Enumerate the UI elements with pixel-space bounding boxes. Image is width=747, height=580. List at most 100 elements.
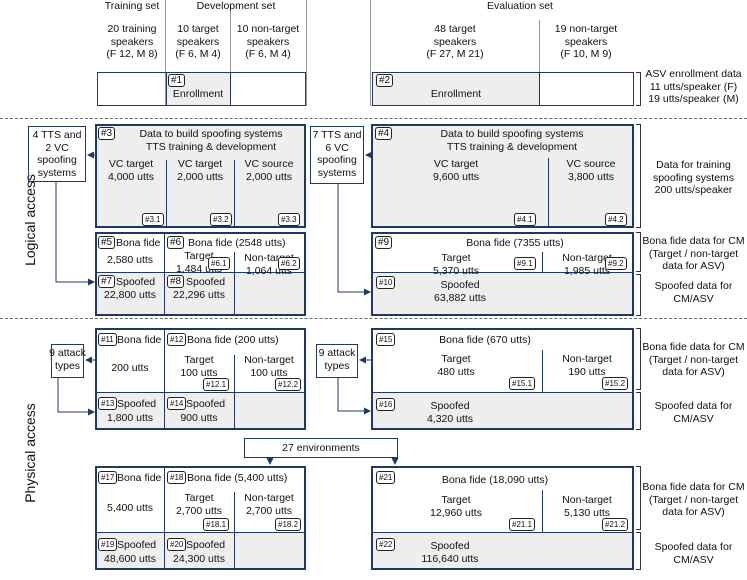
box-13-14-bg	[97, 392, 304, 428]
tag-12: #12	[167, 333, 187, 346]
box-11-value: 200 utts	[111, 362, 149, 374]
tag-3-3: #3.3	[278, 213, 300, 226]
tag-16: #16	[376, 398, 396, 411]
box-5-value: 2,580 utts	[106, 254, 154, 266]
tag-3-2: #3.2	[210, 213, 232, 226]
box-4	[371, 124, 634, 228]
tag-18-1: #18.1	[203, 518, 230, 531]
box-9-label: Bona fide (7355 utts)	[466, 237, 564, 249]
tag-21: #21	[376, 471, 396, 484]
box-14-value: 900 utts	[180, 412, 218, 424]
box-14-label: Spoofed	[186, 398, 226, 410]
pa-eval-attack-types	[316, 344, 358, 378]
tag-10: #10	[376, 276, 396, 289]
box-11-label: Bona fide	[117, 334, 162, 346]
tag-14: #14	[167, 397, 187, 410]
box-7-8-bg	[97, 272, 234, 314]
brace	[636, 274, 641, 316]
box-21-22-group	[371, 466, 634, 570]
box-12-label: Bona fide (200 utts)	[187, 334, 279, 346]
tag-3-1: #3.1	[142, 213, 164, 226]
tag-9-2: #9.2	[605, 257, 627, 270]
tag-4-2: #4.2	[605, 213, 627, 226]
tag-19: #19	[98, 538, 118, 551]
header-development: Development set	[196, 0, 276, 12]
arrow-attacks-to-box13	[57, 378, 95, 416]
section-divider	[0, 118, 747, 119]
side-la-bona: Bona fide data for CM(Target / non-targe…	[642, 235, 745, 272]
box-17-20-group	[95, 466, 306, 570]
tag-9-1: #9.1	[514, 257, 536, 270]
box-22-label: Spoofed	[430, 540, 470, 552]
tag-12-2: #12.2	[275, 378, 302, 391]
enrollment-label-dev: Enrollment	[172, 88, 224, 100]
enrollment-eval-target	[373, 73, 539, 105]
tag-12-1: #12.1	[203, 378, 230, 391]
box-7-label: Spoofed	[116, 276, 156, 288]
brace	[636, 232, 641, 272]
tag-18: #18	[167, 471, 187, 484]
arrow-attacks-to-box16	[337, 378, 371, 415]
tag-11: #11	[98, 333, 117, 346]
la-dev-spoofing-systems	[28, 126, 86, 182]
box-19-20-bg	[97, 532, 304, 568]
la-eval-spoofing-systems	[310, 126, 364, 184]
box-22-bg	[373, 532, 632, 568]
brace	[636, 466, 641, 530]
tag-13: #13	[98, 397, 118, 410]
tag-21-1: #21.1	[509, 518, 536, 531]
brace	[636, 72, 641, 106]
brace	[636, 328, 641, 390]
tag-2: #2	[376, 74, 394, 87]
box-9-10-group	[371, 232, 634, 316]
tag-9: #9	[375, 236, 393, 249]
section-divider	[0, 318, 747, 319]
tag-4-1: #4.1	[514, 213, 536, 226]
tag-20: #20	[167, 538, 187, 551]
brace	[636, 392, 641, 430]
enrollment-label-eval: Enrollment	[430, 88, 482, 100]
box-20-label: Spoofed	[186, 539, 226, 551]
tag-17: #17	[98, 471, 118, 484]
tag-21-2: #21.2	[602, 518, 629, 531]
arrow-systems-to-box7	[55, 182, 95, 286]
tag-15-1: #15.1	[509, 377, 536, 390]
column-divider	[306, 0, 307, 106]
box-6-label: Bona fide (2548 utts)	[188, 237, 286, 249]
box-15-16-group	[371, 328, 634, 430]
tag-8: #8	[167, 275, 185, 288]
pa-dev-attack-types	[51, 344, 84, 378]
box-17-value: 5,400 utts	[106, 502, 154, 514]
box-8-value: 22,296 utts	[173, 289, 225, 301]
tag-6: #6	[167, 236, 185, 249]
header-evaluation: Evaluation set	[487, 0, 553, 12]
box-21-label: Bona fide (18,090 utts)	[441, 474, 549, 486]
box-19-label: Spoofed	[117, 539, 157, 551]
box-8-label: Spoofed	[186, 276, 226, 288]
brace	[636, 124, 641, 228]
tag-6-1: #6.1	[208, 257, 230, 270]
side-pa-bona-2: Bona fide data for CM(Target / non-targe…	[642, 481, 745, 518]
environments-box	[244, 438, 398, 458]
box-5-label: Bona fide	[116, 237, 161, 249]
tag-22: #22	[376, 538, 396, 551]
environments-label: 27 environments	[282, 442, 360, 454]
box-15-label: Bona fide (670 utts)	[439, 334, 531, 346]
side-pa-bona-1: Bona fide data for CM(Target / non-targe…	[642, 341, 745, 378]
